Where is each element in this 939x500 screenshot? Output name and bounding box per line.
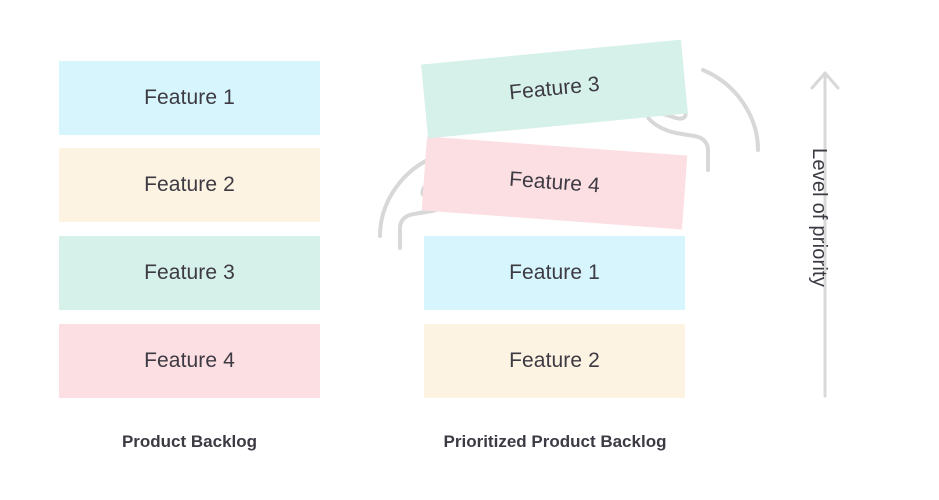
prioritized-card-feature-3[interactable]: Feature 3 xyxy=(421,39,688,139)
card-label: Feature 1 xyxy=(509,261,600,284)
card-label: Feature 2 xyxy=(509,349,600,372)
card-label: Feature 1 xyxy=(144,86,235,109)
priority-axis xyxy=(800,60,860,405)
backlog-card-feature-4[interactable]: Feature 4 xyxy=(59,324,320,398)
card-label: Feature 3 xyxy=(144,261,235,284)
product-backlog-caption: Product Backlog xyxy=(121,432,258,451)
arrow-up-icon xyxy=(810,71,840,398)
backlog-card-feature-2[interactable]: Feature 2 xyxy=(59,148,320,222)
prioritized-card-feature-4[interactable]: Feature 4 xyxy=(421,136,688,230)
prioritized-card-feature-2[interactable]: Feature 2 xyxy=(424,324,685,398)
card-label: Feature 4 xyxy=(144,349,235,372)
card-label: Feature 4 xyxy=(508,167,601,198)
priority-axis-label: Level of priority xyxy=(808,148,830,288)
prioritized-card-feature-1[interactable]: Feature 1 xyxy=(424,236,685,310)
backlog-card-feature-3[interactable]: Feature 3 xyxy=(59,236,320,310)
prioritized-backlog-caption: Prioritized Product Backlog xyxy=(443,432,667,451)
card-label: Feature 2 xyxy=(144,173,235,196)
card-label: Feature 3 xyxy=(508,72,601,105)
backlog-card-feature-1[interactable]: Feature 1 xyxy=(59,61,320,135)
